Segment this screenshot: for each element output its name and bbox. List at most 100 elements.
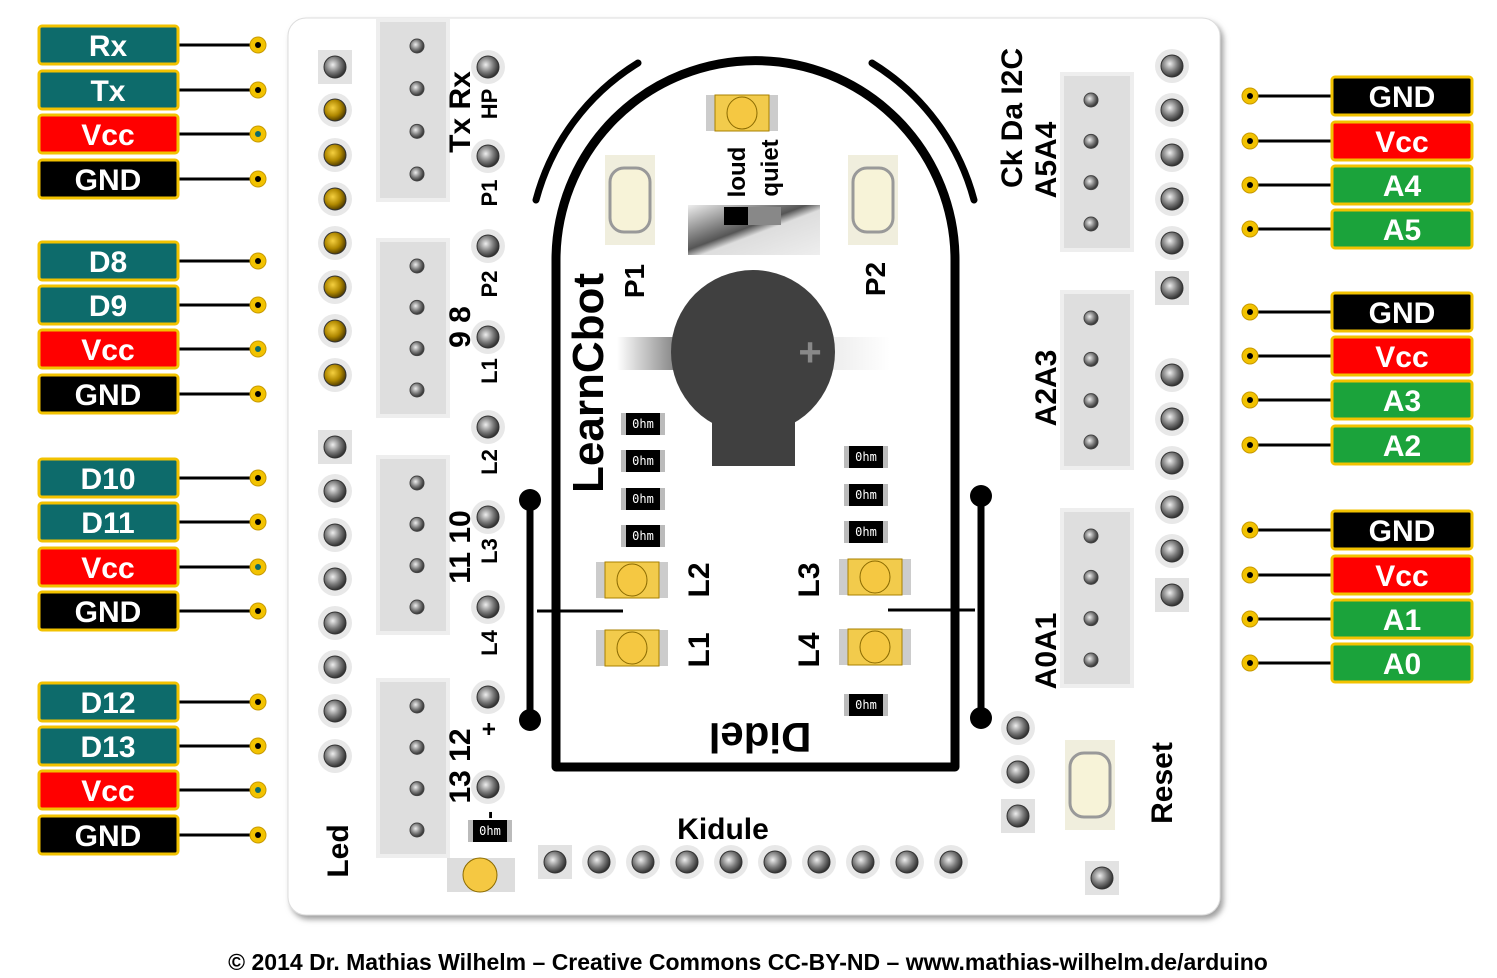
header-pin <box>1001 799 1035 833</box>
pin-label-right: GND <box>1241 75 1474 117</box>
label-p2: P2 <box>477 271 502 298</box>
resistor: 0hm <box>844 446 888 468</box>
pin-name: Vcc <box>1375 341 1428 374</box>
resistor-label: 0hm <box>855 450 877 464</box>
brand-learncbot: LearnCbot <box>564 273 613 493</box>
connector-label-1110: 11 10 <box>444 510 477 583</box>
header-pin-gold <box>318 93 352 127</box>
header-pin <box>471 500 505 534</box>
header-pin-gold <box>318 226 352 260</box>
resistor-label: 0hm <box>632 492 654 506</box>
resistor: 0hm <box>621 413 665 435</box>
header-pin-gold <box>318 314 352 348</box>
header-pin <box>471 139 505 173</box>
header-pin <box>538 845 572 879</box>
header-pin <box>1001 711 1035 745</box>
header-pin <box>1155 271 1189 305</box>
pin-label-left: Tx <box>37 69 267 111</box>
pin-name: D8 <box>89 246 127 279</box>
pin-label-right: A4 <box>1241 164 1474 206</box>
pin-name: GND <box>1369 515 1436 548</box>
pin-name: A4 <box>1383 170 1422 203</box>
resistor-label: 0hm <box>855 525 877 539</box>
header-pin <box>471 320 505 354</box>
pin-label-right: A1 <box>1241 598 1474 640</box>
header-pin <box>714 845 748 879</box>
pin-name: GND <box>75 820 142 853</box>
pin-name: D10 <box>80 463 135 496</box>
connector-label-txrx: Tx Rx <box>444 71 477 153</box>
header-pin <box>1155 446 1189 480</box>
resistor-label: 0hm <box>855 488 877 502</box>
header-pin <box>318 430 352 464</box>
label-a5a4: A5A4 <box>1030 121 1063 198</box>
pin-label-right: A0 <box>1241 642 1474 684</box>
header-pin-gold <box>318 270 352 304</box>
pin-name: D12 <box>80 687 135 720</box>
pins-layer <box>318 18 1189 895</box>
header-pin <box>626 845 660 879</box>
pin-name: A1 <box>1383 604 1421 637</box>
label-i2c: Ck Da I2C <box>996 48 1029 188</box>
header-pin <box>582 845 616 879</box>
label-l2: L2 <box>477 449 502 475</box>
pin-labels-layer: RxTxVccGNDD8D9VccGNDD10D11VccGNDD12D13Vc… <box>37 24 1474 856</box>
label-plus: + <box>476 722 503 736</box>
pin-label-left: D13 <box>37 725 267 767</box>
resistor: 0hm <box>468 820 512 842</box>
pin-name: A5 <box>1383 214 1421 247</box>
button-p2-label: P2 <box>860 262 891 296</box>
switch-quiet-label: quiet <box>757 139 784 196</box>
pin-name: D13 <box>80 731 135 764</box>
header-pin <box>1085 861 1119 895</box>
buzzer-plus: + <box>798 331 821 375</box>
led-label-l2: L2 <box>683 562 716 597</box>
pin-name: GND <box>1369 81 1436 114</box>
header-pin-gold <box>318 182 352 216</box>
label-l3: L3 <box>477 538 502 564</box>
reset-button[interactable] <box>1065 740 1115 830</box>
pin-label-left: GND <box>37 373 267 415</box>
outer-arc-left <box>532 59 642 204</box>
4-pin-connector <box>1060 72 1134 252</box>
pin-label-right: Vcc <box>1241 554 1474 596</box>
button-p2[interactable] <box>848 155 898 245</box>
buzzer: + <box>671 270 835 466</box>
4-pin-connector <box>1060 508 1134 688</box>
pin-label-left: D10 <box>37 457 267 499</box>
volume-switch[interactable] <box>688 205 820 255</box>
pin-name: GND <box>1369 297 1436 330</box>
pin-label-right: Vcc <box>1241 120 1474 162</box>
4-pin-connector <box>1060 290 1134 470</box>
resistor-label: 0hm <box>632 529 654 543</box>
header-pin <box>1155 226 1189 260</box>
maker-didel: Didel <box>709 714 812 761</box>
button-p1[interactable] <box>605 155 655 245</box>
led-label-l3: L3 <box>793 562 826 597</box>
pin-name: Vcc <box>81 119 134 152</box>
header-pin-gold <box>318 358 352 392</box>
wheel-right <box>970 485 992 729</box>
header-pin <box>670 845 704 879</box>
pin-name: GND <box>75 596 142 629</box>
pin-label-right: Vcc <box>1241 335 1474 377</box>
header-pin <box>318 518 352 552</box>
header-pin <box>1155 49 1189 83</box>
resistor-label: 0hm <box>632 417 654 431</box>
pin-label-right: A2 <box>1241 424 1474 466</box>
pin-name: A0 <box>1383 648 1421 681</box>
resistor: 0hm <box>621 525 665 547</box>
pin-label-left: GND <box>37 158 267 200</box>
header-pin <box>1155 490 1189 524</box>
connector-label-98: 9 8 <box>444 306 477 348</box>
switch-loud-label: loud <box>724 147 751 198</box>
pin-label-left: D12 <box>37 681 267 723</box>
board <box>287 17 1221 916</box>
pin-name: GND <box>75 164 142 197</box>
resistor-label: 0hm <box>479 824 501 838</box>
header-pin <box>934 845 968 879</box>
resistor: 0hm <box>621 450 665 472</box>
pin-label-right: A3 <box>1241 379 1474 421</box>
